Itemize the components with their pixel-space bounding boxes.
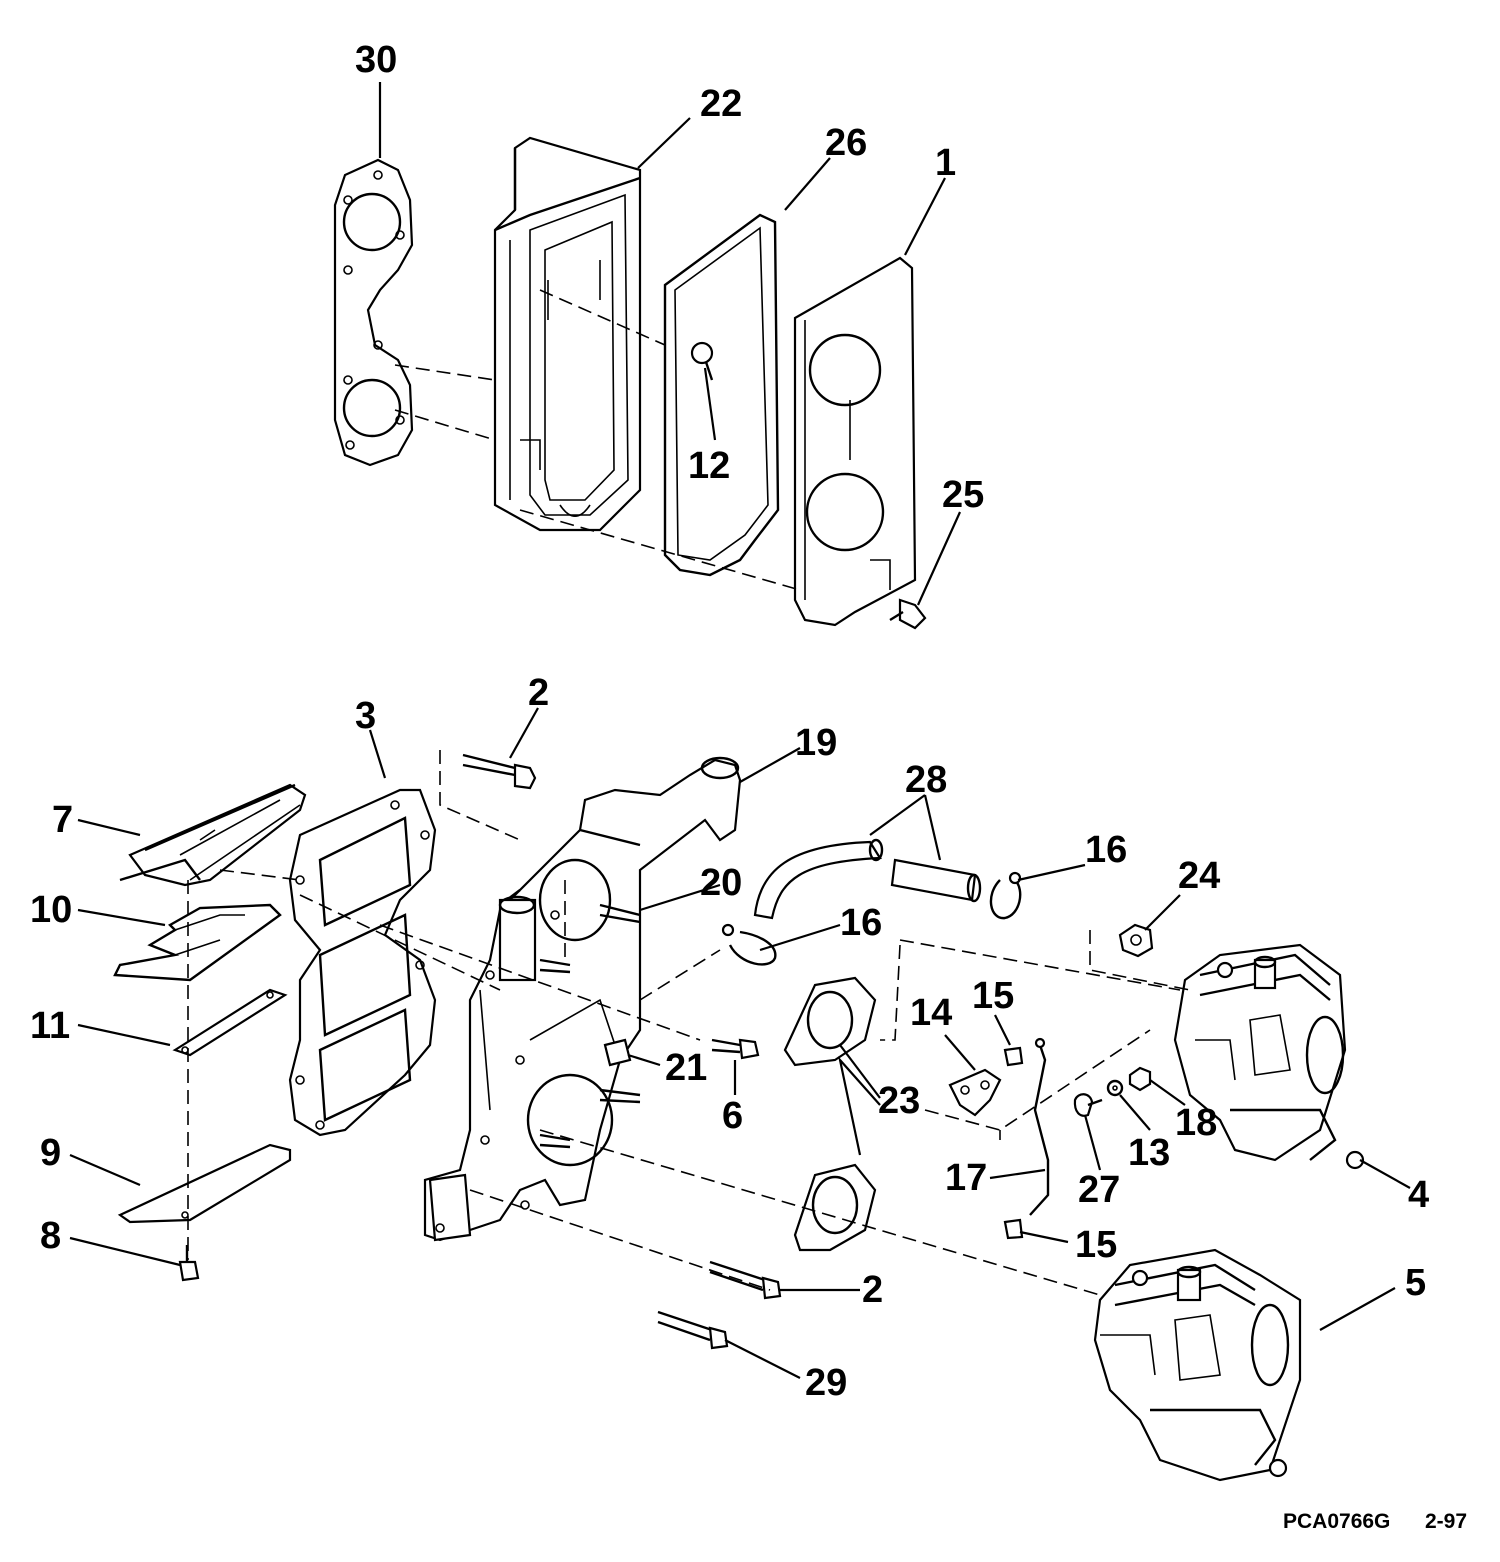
callout-2-bottom: 2 bbox=[862, 1269, 883, 1311]
part-29-bolt bbox=[657, 1310, 729, 1350]
part-3-intake-gasket bbox=[288, 788, 437, 1137]
part-28-hoses bbox=[753, 838, 982, 920]
part-7-reed-block bbox=[119, 783, 307, 887]
part-6-screw bbox=[711, 1038, 760, 1060]
callout-3: 3 bbox=[355, 695, 376, 737]
callout-14: 14 bbox=[910, 992, 952, 1034]
callout-30: 30 bbox=[355, 39, 397, 81]
part-10-reed-petals bbox=[113, 903, 282, 982]
callout-6: 6 bbox=[722, 1095, 743, 1137]
part-2-bolt-top bbox=[462, 753, 537, 790]
callout-25: 25 bbox=[942, 474, 984, 516]
callout-27: 27 bbox=[1078, 1169, 1120, 1211]
callout-15-lower: 15 bbox=[1075, 1224, 1117, 1266]
part-24-nut bbox=[1118, 923, 1154, 958]
callout-16-right: 16 bbox=[1085, 829, 1127, 871]
callout-22: 22 bbox=[700, 83, 742, 125]
callout-9: 9 bbox=[40, 1132, 61, 1174]
callout-21: 21 bbox=[665, 1047, 707, 1089]
callout-4: 4 bbox=[1408, 1174, 1429, 1216]
part-14-link bbox=[948, 1068, 1002, 1117]
callout-11: 11 bbox=[30, 1005, 70, 1047]
callout-15-upper: 15 bbox=[972, 975, 1014, 1017]
callout-1: 1 bbox=[935, 142, 956, 184]
part-2-bolt-bottom bbox=[709, 1260, 782, 1300]
callout-20: 20 bbox=[700, 862, 742, 904]
part-15-fitting-lower bbox=[1003, 1218, 1024, 1240]
part-18-nut bbox=[1128, 1066, 1152, 1092]
part-1-cover bbox=[793, 256, 917, 627]
callout-23: 23 bbox=[878, 1080, 920, 1122]
part-23-carb-gaskets bbox=[783, 976, 877, 1252]
part-4-carburetor-upper bbox=[1173, 943, 1365, 1170]
bottom-alignment-lines bbox=[219, 750, 1191, 1296]
callout-12: 12 bbox=[688, 445, 730, 487]
part-9-reed-plate bbox=[117, 1143, 292, 1224]
callout-13: 13 bbox=[1128, 1132, 1170, 1174]
callout-29: 29 bbox=[805, 1362, 847, 1404]
callout-28: 28 bbox=[905, 759, 947, 801]
callout-17: 17 bbox=[945, 1157, 987, 1199]
part-8-screw bbox=[178, 1245, 200, 1282]
part-27-screw bbox=[1073, 1093, 1103, 1117]
part-19-intake-manifold bbox=[423, 756, 742, 1242]
part-12-screw bbox=[690, 341, 714, 381]
callout-26: 26 bbox=[825, 122, 867, 164]
part-26-seal bbox=[663, 213, 780, 577]
callout-2-top: 2 bbox=[528, 672, 549, 714]
part-16-clamp-mid bbox=[721, 923, 777, 966]
drawing-code: PCA0766G bbox=[1283, 1510, 1390, 1533]
callout-24: 24 bbox=[1178, 855, 1220, 897]
part-5-carburetor-lower bbox=[1093, 1248, 1302, 1482]
part-30-gasket bbox=[333, 158, 414, 467]
callout-8: 8 bbox=[40, 1215, 61, 1257]
part-17-link-rod bbox=[1029, 1037, 1050, 1216]
callout-7: 7 bbox=[52, 799, 73, 841]
callout-19: 19 bbox=[795, 722, 837, 764]
part-25-screw bbox=[889, 598, 927, 630]
callout-leaders bbox=[69, 82, 1411, 1379]
callout-16-mid: 16 bbox=[840, 902, 882, 944]
top-alignment-lines bbox=[394, 289, 801, 591]
part-16-clamp-right bbox=[989, 871, 1022, 920]
drawing-date: 2-97 bbox=[1425, 1510, 1467, 1533]
callout-5: 5 bbox=[1405, 1262, 1426, 1304]
part-13-washer bbox=[1106, 1079, 1124, 1097]
part-15-fitting-upper bbox=[1003, 1046, 1024, 1067]
footer: PCA0766G 2-97 bbox=[1283, 1510, 1467, 1533]
callout-10: 10 bbox=[30, 889, 72, 931]
part-11-reed-stop bbox=[172, 988, 288, 1057]
callout-labels: 30 22 26 1 12 25 2 3 19 28 7 16 20 24 10… bbox=[30, 39, 1429, 1404]
part-20-studs bbox=[539, 903, 641, 1149]
part-22-silencer-base bbox=[493, 136, 642, 532]
callout-18: 18 bbox=[1175, 1102, 1217, 1144]
part-21-fitting bbox=[603, 1038, 632, 1067]
